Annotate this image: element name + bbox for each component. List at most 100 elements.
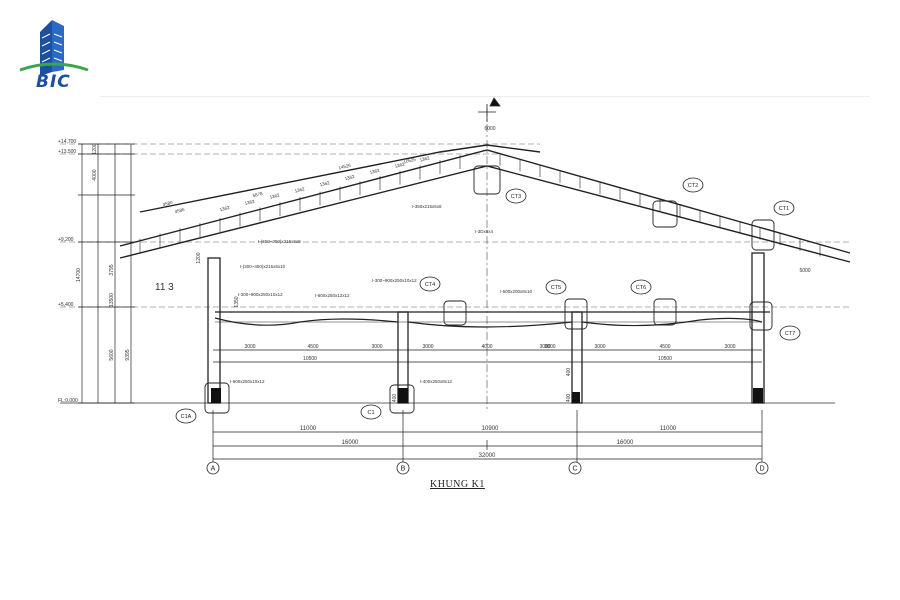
column-label: 400: [566, 394, 572, 403]
columns: [207, 252, 765, 404]
misc-label: 1200: [196, 252, 202, 263]
rafter-segment-label: 1362: [269, 192, 280, 199]
bay-labels: 11000 10900 11000 16000 16000 32000: [300, 426, 677, 459]
beam-dim-label: 3000: [544, 344, 555, 350]
section-label: I-400x250x8x12: [420, 379, 453, 384]
misc-label: 11 3: [155, 282, 174, 293]
rafter-length-label: 14526: [338, 162, 352, 170]
bay-label: 10900: [482, 426, 499, 432]
half-span-label: 16000: [342, 440, 359, 446]
beam-dim-label: 4000: [481, 344, 492, 350]
rafter-segment-label: 1362: [244, 199, 255, 206]
level-label: +14,700: [58, 139, 76, 145]
rafter-labels: 1362 1362 1362 1362 1362 1362 1362 1362 1362 1452…: [162, 155, 430, 214]
column-bases: [211, 388, 763, 403]
beam-dim-label: 3000: [594, 344, 605, 350]
bottom-dimension-lines: [212, 349, 763, 462]
total-span-label: 32000: [479, 453, 496, 459]
beam-dim-label: 3000: [422, 344, 433, 350]
grid-label: D: [759, 466, 764, 473]
grid-labels: A B C D: [211, 466, 765, 473]
detail-callout-circle: [630, 279, 652, 295]
rafter-segment-label: 1362: [369, 168, 380, 175]
beam-dim-label: 3000: [371, 344, 382, 350]
section-label: I-350x215x6x8: [412, 204, 442, 209]
level-lines: [60, 143, 850, 308]
half-span-label: 16000: [617, 440, 634, 446]
section-label: I-500x250x10x12: [230, 379, 265, 384]
detail-callout-label: CT3: [511, 194, 521, 200]
section-label: I-600x250x12x12: [315, 293, 350, 298]
beam-dim-label: 3000: [724, 344, 735, 350]
beam-dim-label: 3000: [539, 344, 550, 350]
rafter-segment-label: 1362: [344, 174, 355, 181]
level-label: +9,200: [58, 237, 74, 243]
rafter-segment-label: 1362: [319, 180, 330, 187]
beam-dim-label: 4500: [659, 344, 670, 350]
column-label: 400: [566, 368, 572, 377]
section-label: I-500x200x8x10: [500, 289, 533, 294]
detail-callout-circle: [773, 200, 795, 216]
grid-label: B: [401, 466, 406, 473]
rafter-length-label: 10525: [403, 156, 417, 164]
detail-callout-circle: [682, 177, 704, 193]
drawing-title: KHUNG K1: [430, 479, 485, 490]
section-label: I-300~900x250x10x12: [238, 292, 283, 297]
level-label: +5,400: [58, 302, 74, 308]
left-dim-label: 4000: [92, 169, 98, 180]
beam-dim-label: 4500: [307, 344, 318, 350]
header-divider: [100, 96, 870, 97]
ridge-width-label: 6000: [484, 126, 495, 132]
misc-label: 1350: [234, 296, 240, 307]
rafter-stiffeners: [139, 153, 821, 257]
rafter-segment-label: 1362: [394, 161, 405, 168]
level-label: FL:0.000: [58, 398, 78, 404]
detail-callout-label: CT2: [688, 183, 698, 189]
rafter-length-label: 4586: [174, 207, 185, 214]
left-dim-label: 5600: [109, 349, 115, 360]
overhang-label: 5000: [799, 268, 810, 274]
detail-callout-circle: [419, 276, 441, 292]
left-dim-label: 9395: [125, 349, 131, 360]
beam-span-label: 10500: [658, 356, 672, 362]
misc-labels: 400 400 400 1350 1200 11 3: [155, 252, 572, 402]
building-icon: [19, 20, 89, 76]
detail-callout-label: C1A: [181, 414, 192, 420]
rafters: [119, 144, 851, 263]
bay-label: 11000: [660, 426, 677, 432]
brand-name: BIC: [36, 72, 71, 92]
detail-callout-label: CT5: [551, 285, 561, 291]
rafter-length-label: 5878: [252, 191, 263, 198]
mezzanine-beam: [214, 311, 770, 328]
left-dim-label: 13500: [109, 293, 115, 307]
detail-callout-circle: [360, 404, 382, 420]
detail-callout-label: CT7: [785, 331, 795, 337]
detail-boxes: [204, 165, 775, 414]
rafter-segment-label: 1362: [219, 205, 230, 212]
detail-callout-label: CT1: [779, 206, 789, 212]
detail-callout-circle: [175, 408, 197, 424]
north-marker-icon: [478, 97, 501, 122]
detail-callout-label: CT4: [425, 282, 435, 288]
left-dim-label: 1200: [92, 143, 98, 154]
left-dimension-chain: [78, 143, 135, 404]
beam-span-label: 10500: [303, 356, 317, 362]
bay-label: 11000: [300, 426, 317, 432]
rafter-segment-label: 1362: [419, 155, 430, 162]
section-label: I-(650~350)x215x6x8: [258, 239, 301, 244]
grid-label: C: [572, 466, 577, 473]
grid-label: A: [211, 466, 216, 473]
section-label: I-(300~450)x215x6x10: [240, 264, 286, 269]
column-label: 400: [392, 394, 398, 403]
rafter-length-label: 4580: [162, 200, 173, 207]
detail-callout-label: CT6: [636, 285, 646, 291]
section-labels: I-350x215x6x8I-(650~350)x215x6x8I-(300~4…: [230, 204, 533, 384]
rafter-segment-label: 1362: [294, 186, 305, 193]
left-dim-label: 14700: [76, 268, 82, 282]
beam-dim-label: 3000: [244, 344, 255, 350]
